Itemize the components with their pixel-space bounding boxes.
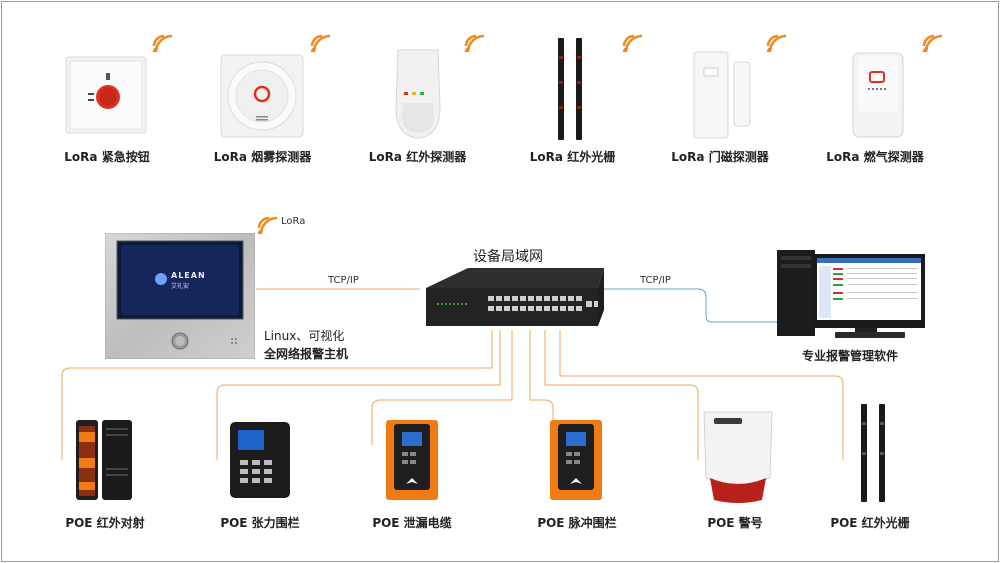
poe-line-5 (544, 330, 699, 460)
management-pc (775, 248, 930, 340)
tcp-link-software (602, 288, 778, 323)
software-label: 专业报警管理软件 (801, 349, 898, 363)
poe-siren-device (700, 408, 776, 504)
poe-ir-curtain-device (855, 402, 895, 504)
host-desc-line1: Linux、可视化 (264, 329, 345, 343)
tcp-label-left: TCP/IP (328, 275, 359, 286)
wifi-icon (255, 214, 279, 238)
host-lora-tag: LoRa (281, 216, 306, 227)
poe-device-label: POE 警号 (707, 516, 763, 530)
wifi-icon (462, 32, 486, 56)
lora-smoke-detector-device (218, 52, 306, 140)
tcp-label-right: TCP/IP (640, 275, 671, 286)
host-brand: ALEAN (171, 271, 206, 280)
poe-device-label: POE 红外光栅 (830, 516, 910, 530)
wifi-icon (920, 32, 944, 56)
lora-device-label: LoRa 烟雾探测器 (213, 150, 312, 164)
alarm-host-panel: ALEAN 艾礼安 (104, 232, 256, 360)
lora-ir-curtain-device (552, 36, 592, 142)
host-brand-sub: 艾礼安 (171, 283, 190, 290)
wifi-icon (308, 32, 332, 56)
lora-device-label: LoRa 燃气探测器 (826, 150, 924, 164)
lora-door-sensor-device (692, 50, 754, 140)
wifi-icon (620, 32, 644, 56)
poe-device-label: POE 泄漏电缆 (372, 516, 452, 530)
poe-device-label: POE 张力围栏 (220, 516, 300, 530)
poe-line-6 (559, 330, 844, 460)
poe-ir-beam-device (70, 418, 140, 502)
wifi-icon (764, 32, 788, 56)
lora-device-label: LoRa 红外光栅 (529, 150, 616, 164)
wifi-icon (150, 32, 174, 56)
poe-tension-fence-device (228, 420, 292, 500)
lora-device-label: LoRa 门磁探测器 (671, 150, 769, 164)
lora-device-label: LoRa 紧急按钮 (64, 150, 150, 164)
poe-pulse-fence-device (548, 418, 604, 502)
lora-emergency-button-device (64, 55, 149, 135)
brand-logo-icon (155, 273, 167, 285)
poe-leaky-cable-device (384, 418, 440, 502)
poe-line-2 (216, 330, 501, 460)
poe-device-label: POE 红外对射 (65, 516, 145, 530)
switch-label: 设备局域网 (473, 249, 543, 265)
network-switch (418, 266, 606, 332)
poe-line-3 (371, 330, 513, 445)
lora-gas-detector-device (850, 50, 906, 140)
poe-line-4 (529, 330, 554, 445)
poe-device-label: POE 脉冲围栏 (537, 516, 617, 530)
poe-line-1 (61, 330, 493, 460)
lora-device-label: LoRa 红外探测器 (368, 150, 467, 164)
lora-pir-detector-device (393, 48, 443, 140)
host-desc-line2: 全网络报警主机 (264, 347, 349, 361)
